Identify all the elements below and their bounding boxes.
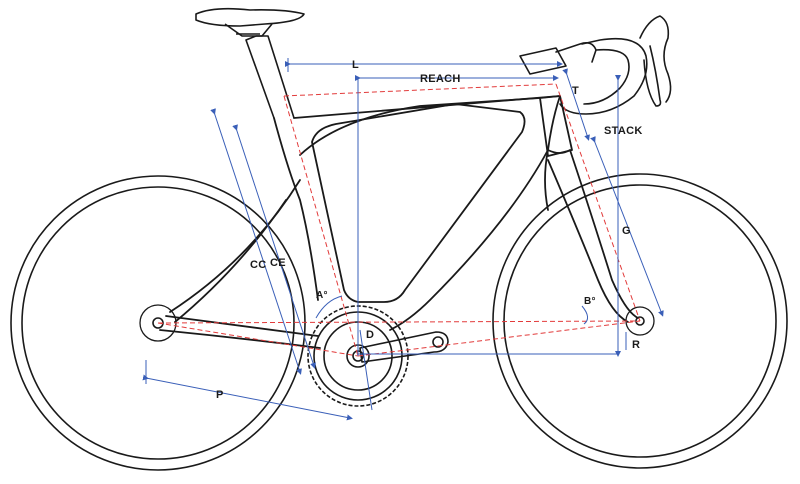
- label-ce: CE: [270, 257, 286, 269]
- dimension-lines: [142, 58, 664, 421]
- label-t: T: [572, 85, 579, 97]
- label-cc: CC: [250, 259, 267, 271]
- frame: [159, 95, 639, 349]
- label-l: L: [352, 59, 359, 71]
- label-b: B°: [584, 296, 596, 307]
- label-stack: STACK: [604, 125, 643, 137]
- label-p: P: [216, 389, 224, 401]
- saddle: [195, 7, 305, 37]
- label-a: A°: [316, 290, 328, 301]
- seatpost: [245, 35, 295, 119]
- handlebar: [519, 15, 672, 115]
- label-d: D: [366, 329, 374, 341]
- label-reach: REACH: [420, 73, 461, 85]
- label-r: R: [632, 339, 640, 351]
- label-g: G: [622, 225, 631, 237]
- crank-arm: [359, 331, 449, 363]
- geometry-lines: [157, 83, 641, 357]
